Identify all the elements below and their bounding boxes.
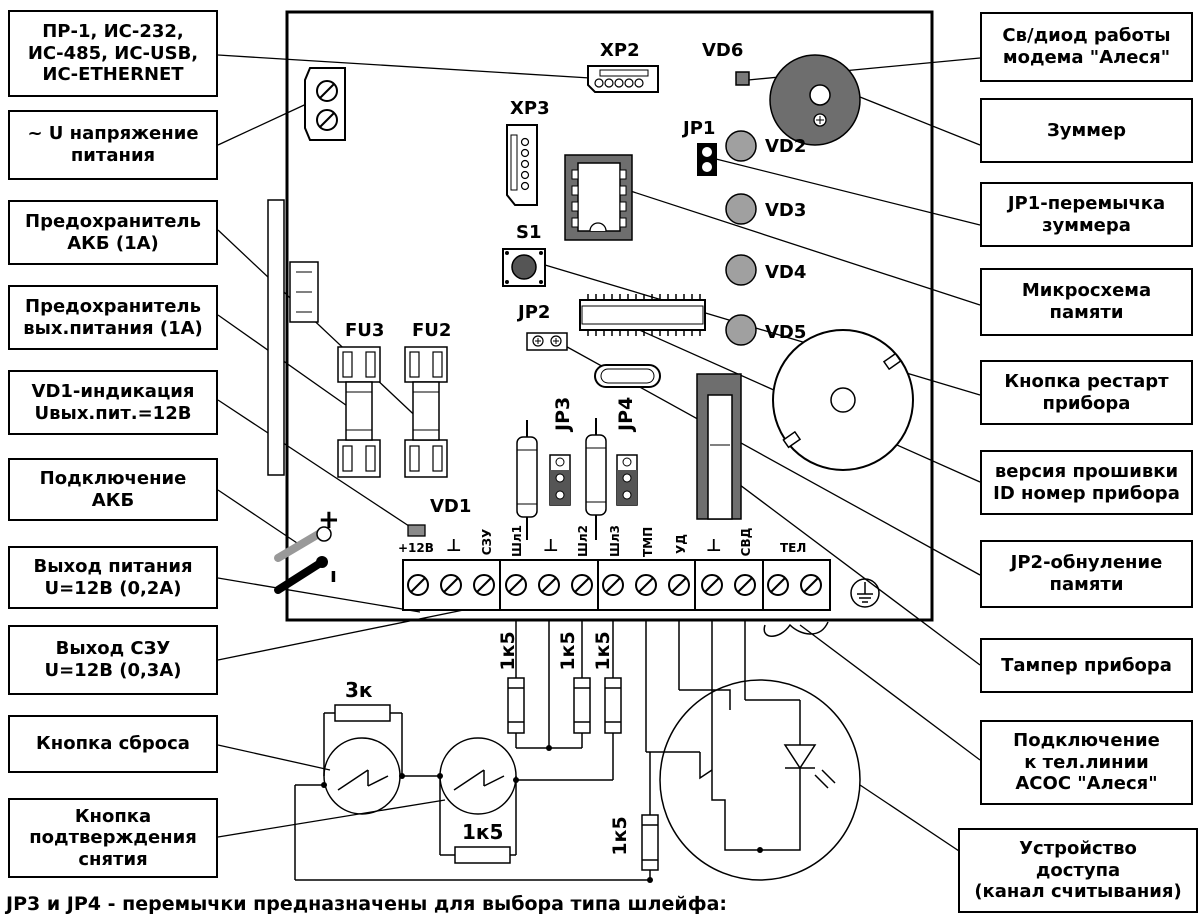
label-jp2: JP2 xyxy=(518,302,551,323)
terminal-strip xyxy=(402,559,831,611)
callout-buzzer: Зуммер xyxy=(980,98,1193,163)
terminal-shl3: Шл3 xyxy=(608,525,622,557)
firmware-chip xyxy=(579,294,706,336)
callout-reset-button: Кнопка сброса xyxy=(8,715,218,773)
label-jp3: JP3 xyxy=(552,396,574,431)
vd6-led xyxy=(735,71,750,86)
resistor-label-4: 1к5 xyxy=(609,816,631,856)
callout-firmware-id: версия прошивки ID номер прибора xyxy=(980,450,1193,515)
label-vd4: VD4 xyxy=(765,262,807,283)
callout-supply-voltage: ~ U напряжение питания xyxy=(8,110,218,180)
label-fu2: FU2 xyxy=(412,320,452,341)
callout-jp2: JP2-обнуление памяти xyxy=(980,540,1193,608)
callout-battery-fuse: Предохранитель АКБ (1А) xyxy=(8,200,218,265)
callout-memory-chip: Микросхема памяти xyxy=(980,268,1193,336)
jp3-jumper xyxy=(549,454,571,506)
callout-vd1-indication: VD1-индикация Uвых.пит.=12В xyxy=(8,370,218,435)
indicator-leds xyxy=(725,130,757,346)
callout-output-fuse: Предохранитель вых.питания (1А) xyxy=(8,285,218,350)
s1-restart-button xyxy=(502,248,546,287)
resistor-label-1: 1к5 xyxy=(497,631,519,671)
callout-power-output: Выход питания U=12В (0,2А) xyxy=(8,546,218,609)
label-s1: S1 xyxy=(516,222,542,243)
callout-modem-led: Св/диод работы модема "Алеся" xyxy=(980,12,1193,82)
jp2-jumper xyxy=(526,332,568,351)
battery-plus-icon: + xyxy=(318,505,340,535)
resistor-label-3k: 3к xyxy=(345,678,373,702)
callout-interfaces: ПР-1, ИС-232, ИС-485, ИС-USB, ИС-ETHERNE… xyxy=(8,10,218,97)
jp4-jumper xyxy=(616,454,638,506)
board-resistors xyxy=(516,418,607,540)
label-vd6: VD6 xyxy=(702,40,744,61)
battery-holder xyxy=(772,329,914,471)
terminal-gnd-3: ⊥ xyxy=(706,536,722,556)
xp2-connector xyxy=(587,65,659,93)
label-vd2: VD2 xyxy=(765,136,807,157)
fuse-fu3 xyxy=(337,346,381,478)
xp3-connector xyxy=(506,124,538,206)
callout-confirm-button: Кнопка подтверждения снятия xyxy=(8,798,218,878)
external-schematic xyxy=(294,620,861,881)
buzzer xyxy=(769,54,861,146)
callout-access-device: Устройство доступа (канал считывания) xyxy=(958,828,1198,913)
terminal-svd: СВД xyxy=(739,527,753,557)
power-terminal-block xyxy=(304,67,346,141)
resistor-label-3: 1к5 xyxy=(592,631,614,671)
callout-battery-connection: Подключение АКБ xyxy=(8,458,218,521)
tel-line-wire xyxy=(763,621,829,637)
terminal-plus12: +12В xyxy=(398,541,434,555)
label-xp2: XP2 xyxy=(600,40,640,61)
callout-restart-button: Кнопка рестарт прибора xyxy=(980,360,1193,425)
callout-jp1: JP1-перемычка зуммера xyxy=(980,182,1193,247)
battery-minus-icon: ı xyxy=(330,563,337,587)
label-vd3: VD3 xyxy=(765,200,807,221)
terminal-tel: ТЕЛ xyxy=(780,541,807,555)
label-jp4: JP4 xyxy=(615,396,637,431)
terminal-szu: СЗУ xyxy=(480,528,494,556)
footer-note: JP3 и JP4 - перемычки предназначены для … xyxy=(6,893,728,915)
terminal-tmp: ТМП xyxy=(641,526,655,557)
callout-phone-line: Подключение к тел.линии АСОС "Алеся" xyxy=(980,720,1193,805)
label-vd1: VD1 xyxy=(430,496,472,517)
side-bracket xyxy=(267,199,285,476)
resistor-label-2: 1к5 xyxy=(557,631,579,671)
fuse-fu2 xyxy=(404,346,448,478)
label-xp3: XP3 xyxy=(510,98,550,119)
battery-wires xyxy=(274,526,332,594)
vd1-led xyxy=(407,524,426,537)
crystal xyxy=(594,364,661,388)
resistor-label-bottom: 1к5 xyxy=(462,820,504,844)
label-jp1: JP1 xyxy=(683,118,716,139)
terminal-ud: УД xyxy=(674,534,688,554)
label-fu3: FU3 xyxy=(345,320,385,341)
terminal-gnd-2: ⊥ xyxy=(543,536,559,556)
ground-icon xyxy=(850,578,880,608)
label-vd5: VD5 xyxy=(765,322,807,343)
jp1-jumper xyxy=(697,143,717,176)
terminal-shl1: Шл1 xyxy=(510,525,524,557)
tamper-switch xyxy=(696,373,742,520)
board-outline xyxy=(285,10,934,622)
schematic-nodes xyxy=(321,745,763,883)
memory-chip xyxy=(564,154,633,241)
terminal-gnd-1: ⊥ xyxy=(446,536,462,556)
callout-szu-output: Выход СЗУ U=12В (0,3А) xyxy=(8,625,218,695)
callout-tamper: Тампер прибора xyxy=(980,638,1193,693)
terminal-shl2: Шл2 xyxy=(576,525,590,557)
